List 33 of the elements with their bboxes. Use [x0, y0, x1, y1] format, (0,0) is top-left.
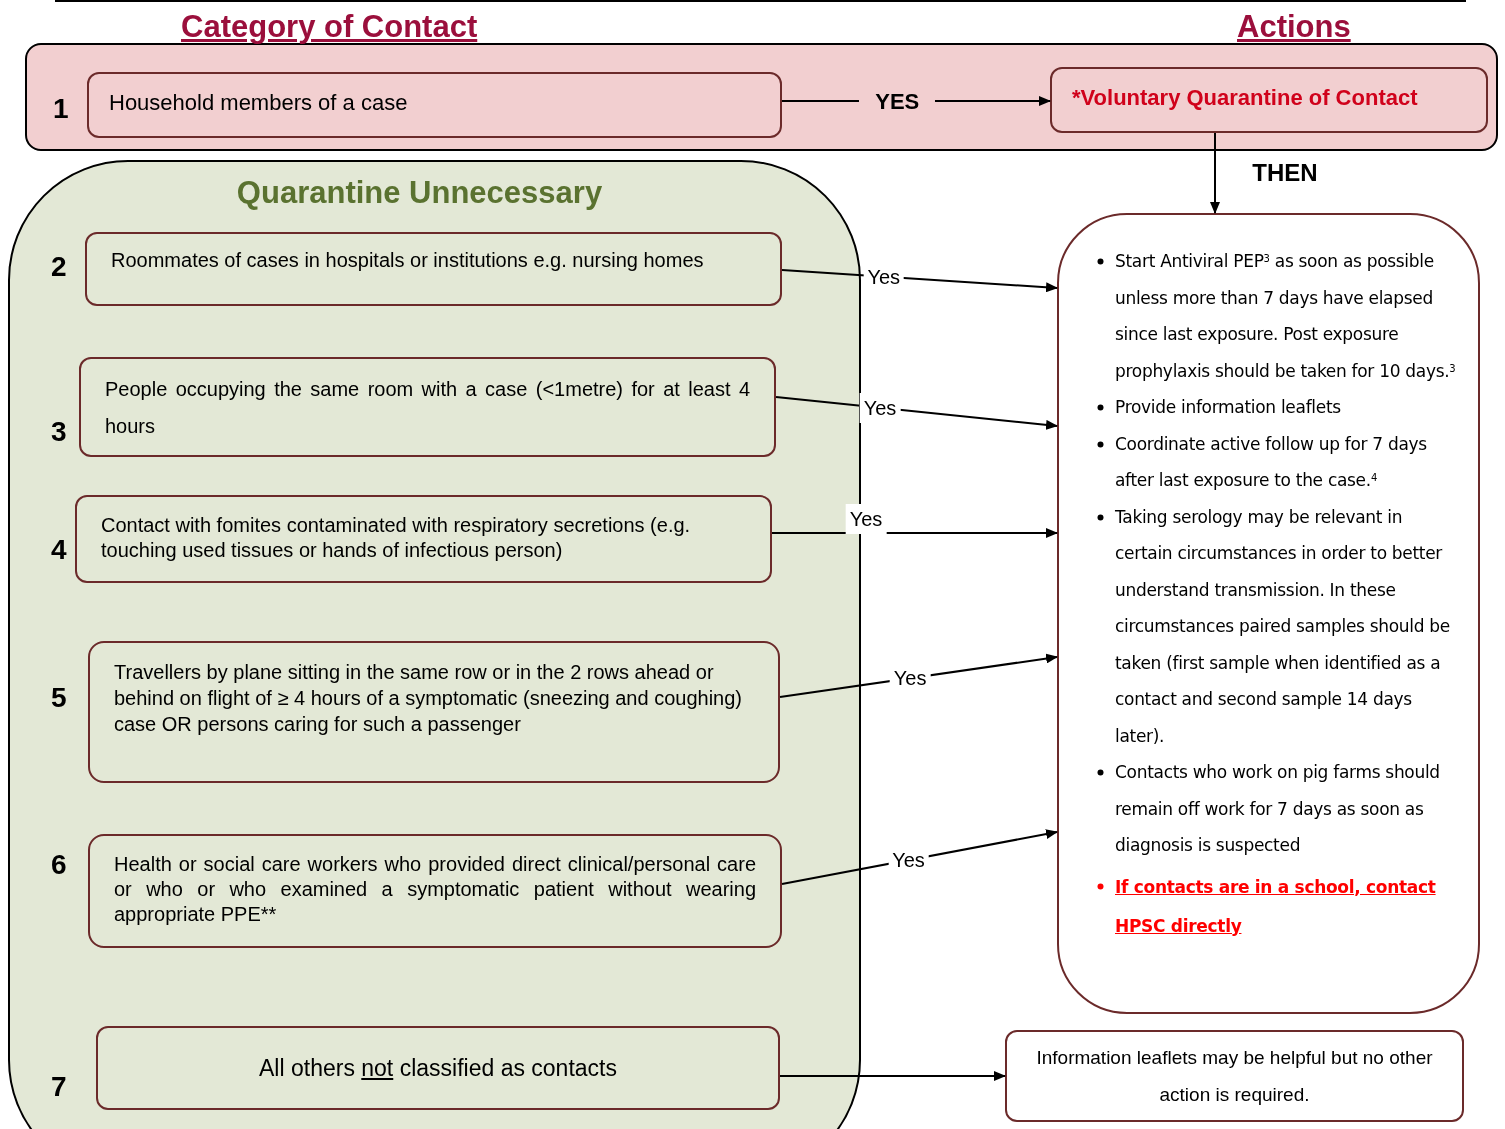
row-number: 4	[51, 533, 67, 567]
action-box	[1050, 67, 1488, 133]
box-text: People occupying the same room with a case (<1metre) for at least 4 hours	[105, 377, 750, 439]
bullet-text: Taking serology may be relevant in certain circumstances in order to better understand transmission. In these circumstances paired samples should be taken (first sample when identified as a contact and second sample 14 days later).	[1115, 506, 1450, 746]
bullet-text: Start Antiviral PEP$^{3}$ as soon as possible unless more than 7 days have elapsed since last exposure. Post exposure prophylaxis should be taken for 10 days.$^{3}$	[1115, 251, 1456, 381]
row-number: 1	[53, 92, 69, 126]
edge-label: Yes	[859, 392, 901, 423]
panel-heading: Quarantine Unnecessary	[235, 174, 604, 212]
warning-text: If contacts are in a school, contact HPSC directly	[1115, 876, 1436, 936]
box-text: Health or social care workers who provided direct clinical/personal care or who or who examined a symptomatic patient without wearing appropriate PPE**	[114, 852, 756, 927]
edge-label: Yes	[845, 504, 887, 534]
arrow	[779, 1071, 1006, 1081]
bullet-text: Contacts who work on pig farms should remain off work for 7 days as soon as diagnosis is suspected	[1115, 762, 1440, 855]
bullet-text: Provide information leaflets	[1115, 397, 1341, 417]
box-text: Roommates of cases in hospitals or institutions e.g. nursing homes	[111, 248, 705, 273]
row-number: 7	[51, 1070, 67, 1104]
column-heading: Category of Contact	[181, 8, 478, 46]
box-text: Information leaflets may be helpful but no other action is required.	[1035, 1046, 1434, 1107]
bullet-text: Coordinate active follow up for 7 days after last exposure to the case.$^{4}$	[1115, 433, 1427, 490]
row-number: 3	[51, 415, 67, 449]
box-text: Contact with fomites contaminated with respiratory secretions (e.g. touching used tissues or hands of infectious person)	[101, 513, 692, 563]
box-text: Travellers by plane sitting in the same row or in the 2 rows ahead or behind on flight of ≥ 4 hours of a symptomatic (sneezing and coughing) case OR persons caring for such a passenger	[114, 660, 744, 737]
category-band	[25, 43, 1498, 151]
action-box	[1005, 1030, 1464, 1122]
box-text: Household members of a case	[109, 89, 409, 117]
column-heading: Actions	[1237, 8, 1351, 46]
action-panel	[1057, 213, 1480, 1014]
box-text: *Voluntary Quarantine of Contact	[1072, 84, 1419, 112]
arrow	[1210, 132, 1220, 214]
box-text: All others not classified as contacts	[259, 1053, 617, 1083]
row-number: 6	[51, 848, 67, 882]
row-number: 5	[51, 681, 67, 715]
row-number: 2	[51, 250, 67, 284]
